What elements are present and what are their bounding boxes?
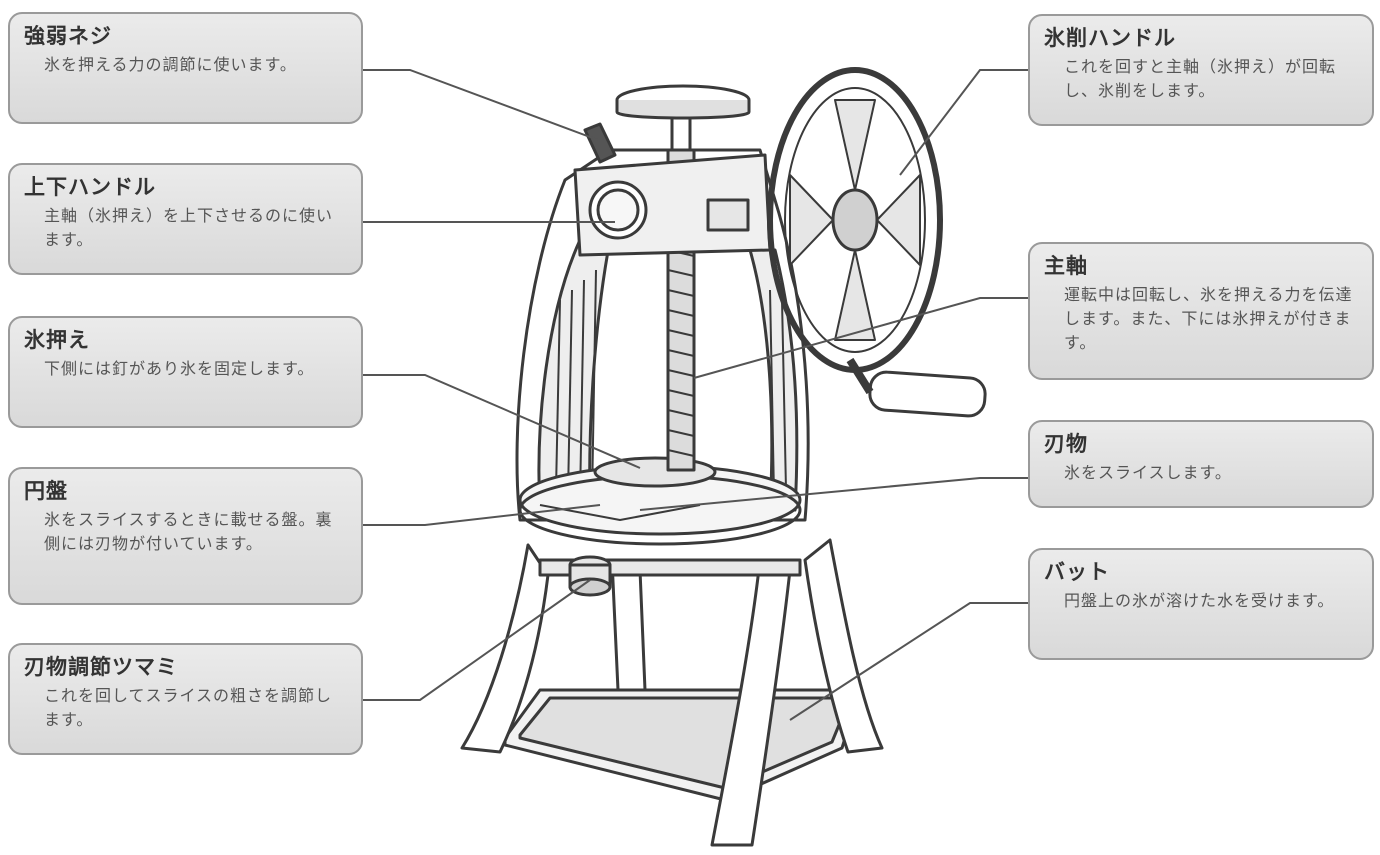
callout-title: 強弱ネジ [24, 24, 112, 48]
callout-title: 刃物 [1044, 432, 1088, 456]
top-knob-drawing [615, 84, 751, 120]
callout-description: 氷を押える力の調節に使います。 [44, 55, 297, 74]
callout-shujiku: 主軸 運転中は回転し、氷を押える力を伝達します。また、下には氷押えが付きます。 [1028, 242, 1374, 380]
disc-drawing [518, 456, 802, 546]
callout-title: 刃物調節ツマミ [24, 655, 178, 679]
callout-kori-osae: 氷押え 下側には釘があり氷を固定します。 [8, 316, 363, 428]
callout-hamono: 刃物 氷をスライスします。 [1028, 420, 1374, 508]
leader-hamono [639, 477, 1028, 511]
callout-description: 主軸（氷押え）を上下させるのに使います。 [44, 206, 334, 249]
callout-hamono-chosetsu: 刃物調節ツマミ これを回してスライスの粗さを調節します。 [8, 643, 363, 755]
gear-housing-drawing [573, 153, 772, 257]
leader-kyojaku-neji [363, 69, 599, 141]
leader-hamono-chosetsu [363, 579, 591, 701]
callout-description: 氷をスライスするときに載せる盤。裏側には刃物が付いています。 [44, 510, 333, 553]
leader-bat [789, 602, 1028, 721]
callout-description: これを回してスライスの粗さを調節します。 [44, 686, 333, 729]
callout-kyojaku-neji: 強弱ネジ 氷を押える力の調節に使います。 [8, 12, 363, 124]
callout-title: バット [1044, 560, 1110, 584]
callout-description: 運転中は回転し、氷を押える力を伝達します。また、下には氷押えが付きます。 [1064, 285, 1353, 352]
callout-hyosaku-handle: 氷削ハンドル これを回すと主軸（氷押え）が回転し、氷削をします。 [1028, 14, 1374, 126]
callout-title: 上下ハンドル [24, 175, 156, 199]
leader-enban [363, 504, 601, 526]
callout-title: 氷押え [24, 328, 90, 352]
callout-description: これを回すと主軸（氷押え）が回転し、氷削をします。 [1064, 57, 1337, 100]
leader-hyosaku-handle [899, 69, 1028, 176]
callout-description: 下側には釘があり氷を固定します。 [44, 359, 315, 378]
callout-title: 円盤 [24, 479, 68, 503]
pressure-screw-drawing [583, 122, 617, 164]
callout-description: 円盤上の氷が溶けた水を受けます。 [1064, 591, 1335, 610]
crank-wheel-drawing [767, 67, 987, 418]
callout-enban: 円盤 氷をスライスするときに載せる盤。裏側には刃物が付いています。 [8, 467, 363, 605]
callout-bat: バット 円盤上の氷が溶けた水を受けます。 [1028, 548, 1374, 660]
callout-joge-handle: 上下ハンドル 主軸（氷押え）を上下させるのに使います。 [8, 163, 363, 275]
callout-description: 氷をスライスします。 [1064, 463, 1232, 482]
leader-shujiku [693, 297, 1028, 379]
callout-title: 主軸 [1044, 254, 1088, 278]
callout-title: 氷削ハンドル [1044, 26, 1176, 50]
leader-kori-osae [363, 374, 641, 469]
blade-adjust-knob-drawing [568, 555, 612, 597]
